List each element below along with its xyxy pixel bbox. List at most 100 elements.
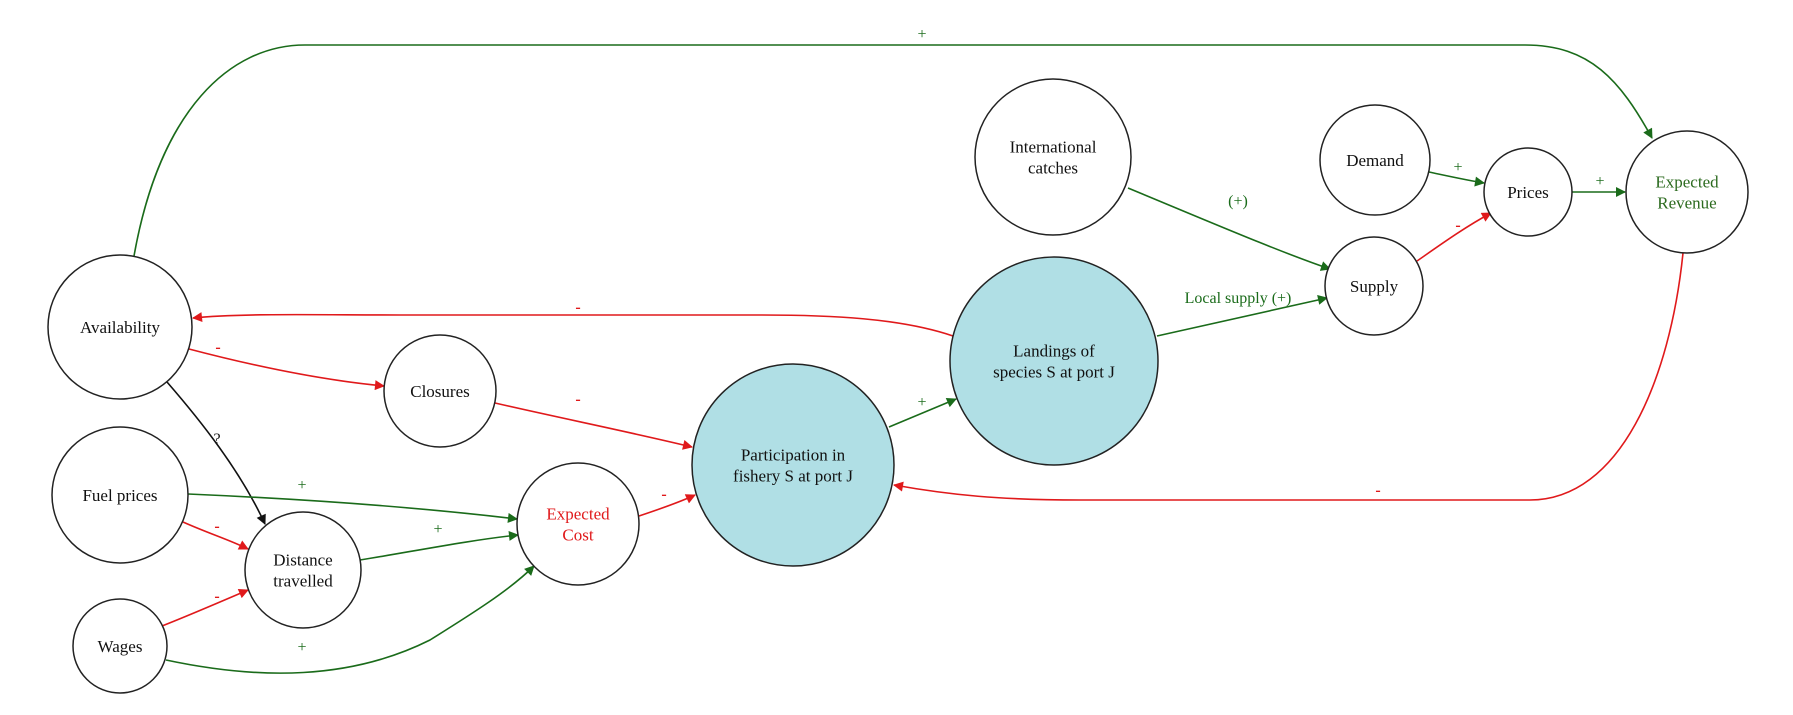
edge-line-expected_revenue-participation xyxy=(893,252,1684,501)
edge-line-wages-expected_cost xyxy=(165,565,535,674)
node-label-closures-line-1: Closures xyxy=(410,382,470,401)
node-label-landings-line-2: species S at port J xyxy=(993,363,1115,382)
edge-line-availability-closures xyxy=(188,348,385,391)
edge-participation-landings: + xyxy=(888,394,957,428)
node-closures: Closures xyxy=(383,334,497,448)
node-participation: Participation in fishery S at port J xyxy=(691,363,895,567)
node-label-participation-line-1: Participation in xyxy=(741,446,846,465)
node-circle-expected_cost xyxy=(516,462,640,586)
edge-availability-expected_revenue: + xyxy=(133,26,1653,257)
node-label-expected_cost-line-1: Expected xyxy=(546,505,610,524)
edge-line-distance_travelled-expected_cost xyxy=(359,530,519,561)
edge-label-availability-distance_travelled: ? xyxy=(213,431,220,448)
edge-closures-participation: - xyxy=(494,391,693,450)
edge-landings-supply: Local supply (+) xyxy=(1156,290,1328,337)
edge-label-prices-expected_revenue: + xyxy=(1595,173,1604,190)
edge-label-supply-prices: - xyxy=(1455,217,1460,234)
node-label-wages-line-1: Wages xyxy=(98,637,143,656)
edge-label-expected_cost-participation: - xyxy=(661,486,666,503)
edge-availability-distance_travelled: ? xyxy=(166,381,266,525)
node-circle-availability xyxy=(47,254,193,400)
node-supply: Supply xyxy=(1324,236,1424,336)
edge-line-availability-distance_travelled xyxy=(166,381,266,525)
node-demand: Demand xyxy=(1319,104,1431,216)
node-international_catches: International catches xyxy=(974,78,1132,236)
edge-availability-closures: - xyxy=(188,339,385,391)
edge-supply-prices: - xyxy=(1416,212,1492,262)
edge-international_catches-supply: (+) xyxy=(1127,187,1331,271)
node-label-expected_cost-line-2: Cost xyxy=(562,526,593,545)
node-circle-demand xyxy=(1319,104,1431,216)
edge-label-participation-landings: + xyxy=(917,394,926,411)
node-prices: Prices xyxy=(1483,147,1573,237)
edge-line-fuel_prices-distance_travelled xyxy=(182,521,249,550)
edge-label-availability-closures: - xyxy=(215,339,220,356)
node-label-supply-line-1: Supply xyxy=(1350,277,1399,296)
edge-prices-expected_revenue: + xyxy=(1572,173,1626,197)
edge-expected_cost-participation: - xyxy=(638,486,696,517)
node-label-distance_travelled-line-1: Distance xyxy=(273,551,332,570)
edge-line-closures-participation xyxy=(494,402,693,450)
node-circle-fuel_prices xyxy=(51,426,189,564)
edge-line-fuel_prices-expected_cost xyxy=(187,493,518,523)
node-circle-landings xyxy=(949,256,1159,466)
node-landings: Landings of species S at port J xyxy=(949,256,1159,466)
node-circle-distance_travelled xyxy=(244,511,362,629)
edge-label-fuel_prices-expected_cost: + xyxy=(297,477,306,494)
edge-landings-availability: - xyxy=(192,299,954,337)
edge-label-wages-expected_cost: + xyxy=(297,639,306,656)
node-fuel_prices: Fuel prices xyxy=(51,426,189,564)
node-label-expected_revenue-line-2: Revenue xyxy=(1657,194,1716,213)
edge-label-wages-distance_travelled: - xyxy=(214,588,219,605)
edge-fuel_prices-distance_travelled: - xyxy=(182,518,249,550)
node-circle-closures xyxy=(383,334,497,448)
edge-fuel_prices-expected_cost: + xyxy=(187,477,518,523)
edge-line-international_catches-supply xyxy=(1127,187,1331,271)
node-label-distance_travelled-line-2: travelled xyxy=(273,572,333,591)
edge-wages-expected_cost: + xyxy=(165,565,535,674)
node-circle-participation xyxy=(691,363,895,567)
edge-distance_travelled-expected_cost: + xyxy=(359,521,519,561)
edge-line-landings-availability xyxy=(192,312,954,337)
node-label-prices-line-1: Prices xyxy=(1507,183,1549,202)
edge-label-demand-prices: + xyxy=(1453,159,1462,176)
node-availability: Availability xyxy=(47,254,193,400)
edge-wages-distance_travelled: - xyxy=(161,588,249,627)
node-circle-prices xyxy=(1483,147,1573,237)
node-label-participation-line-2: fishery S at port J xyxy=(733,467,853,486)
node-label-demand-line-1: Demand xyxy=(1346,151,1404,170)
edge-label-landings-supply: Local supply (+) xyxy=(1185,290,1292,307)
node-circle-expected_revenue xyxy=(1625,130,1749,254)
edge-line-demand-prices xyxy=(1428,171,1485,187)
edge-line-availability-expected_revenue xyxy=(133,44,1653,257)
edge-line-participation-landings xyxy=(888,397,957,428)
edge-line-supply-prices xyxy=(1416,212,1492,262)
node-circle-wages xyxy=(72,598,168,694)
edge-label-expected_revenue-participation: - xyxy=(1375,482,1380,499)
edge-label-fuel_prices-distance_travelled: - xyxy=(214,518,219,535)
edge-demand-prices: + xyxy=(1428,159,1485,187)
node-label-expected_revenue-line-1: Expected xyxy=(1655,173,1719,192)
edge-label-landings-availability: - xyxy=(575,299,580,316)
node-label-fuel_prices-line-1: Fuel prices xyxy=(82,486,157,505)
edge-label-closures-participation: - xyxy=(575,391,580,408)
edge-label-distance_travelled-expected_cost: + xyxy=(433,521,442,538)
edge-line-expected_cost-participation xyxy=(638,494,696,517)
node-circle-international_catches xyxy=(974,78,1132,236)
edge-label-international_catches-supply: (+) xyxy=(1228,193,1248,210)
node-label-international_catches-line-1: International xyxy=(1010,138,1097,157)
edge-label-availability-expected_revenue: + xyxy=(917,26,926,43)
edge-line-landings-supply xyxy=(1156,294,1328,337)
node-label-landings-line-1: Landings of xyxy=(1013,342,1095,361)
edges-layer: + - -? - + - + - + - + Local supply (+) (+) - + + - xyxy=(133,26,1684,674)
node-wages: Wages xyxy=(72,598,168,694)
edge-line-wages-distance_travelled xyxy=(161,588,249,627)
node-label-international_catches-line-2: catches xyxy=(1028,159,1078,178)
edge-expected_revenue-participation: - xyxy=(893,252,1684,501)
node-circle-supply xyxy=(1324,236,1424,336)
node-distance_travelled: Distance travelled xyxy=(244,511,362,629)
